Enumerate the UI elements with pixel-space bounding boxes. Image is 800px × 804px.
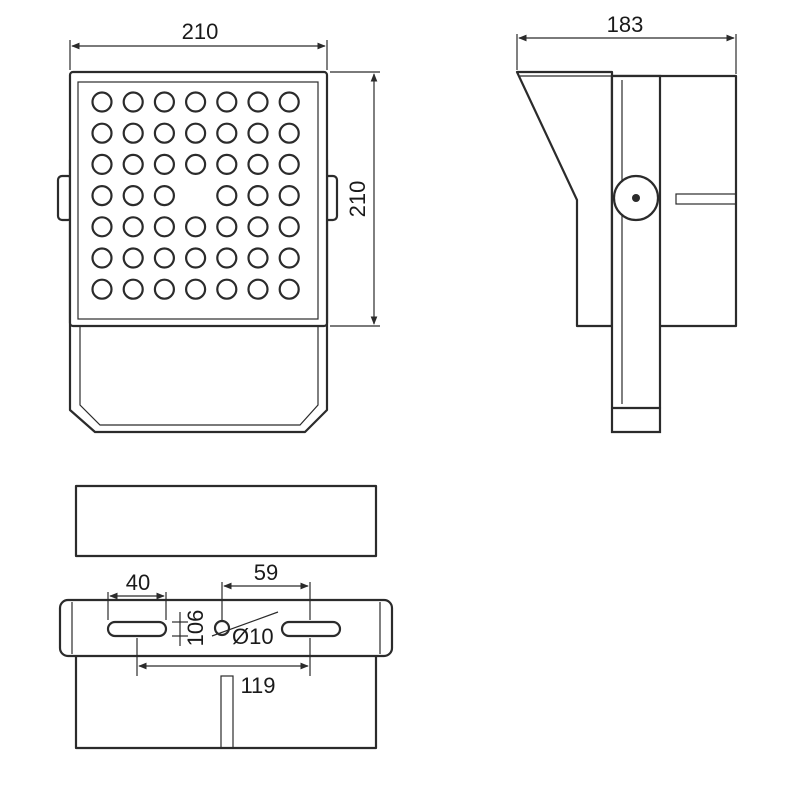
bottom-view: 40 59 106 Ø10 119 — [58, 484, 394, 750]
led-lens-icon — [278, 122, 300, 144]
led-lens-icon — [185, 247, 207, 269]
led-lens-icon — [247, 153, 269, 175]
left-mount-slot — [106, 620, 168, 638]
led-lens-icon — [247, 122, 269, 144]
led-lens-icon — [153, 185, 175, 207]
led-lens-icon — [122, 216, 144, 238]
led-lens-icon — [278, 216, 300, 238]
led-lens-icon — [278, 153, 300, 175]
led-lens-icon — [247, 216, 269, 238]
front-panel-inner — [77, 81, 319, 320]
front-panel — [68, 70, 329, 328]
offset-label: 59 — [254, 560, 278, 585]
led-lens-icon — [247, 185, 269, 207]
hole-label: Ø10 — [232, 624, 274, 649]
led-lens-icon — [185, 153, 207, 175]
led-lens-icon — [247, 91, 269, 113]
led-lens-icon — [185, 216, 207, 238]
mount-hole — [213, 619, 231, 637]
led-lens-icon — [216, 185, 238, 207]
bottom-mount-bar — [58, 598, 394, 658]
slot-height-label: 106 — [183, 610, 208, 647]
led-lens-icon — [185, 91, 207, 113]
side-pivot-center — [632, 194, 640, 202]
led-lens-icon — [122, 91, 144, 113]
led-lens-icon — [247, 278, 269, 300]
led-lens-icon — [122, 122, 144, 144]
led-lens-icon — [122, 185, 144, 207]
led-grid — [91, 91, 300, 300]
led-lens-icon — [153, 91, 175, 113]
front-lower-housing — [68, 158, 329, 434]
side-depth-label: 183 — [607, 12, 644, 37]
bottom-center-slot — [220, 675, 234, 749]
led-lens-icon — [91, 153, 113, 175]
side-view: 183 — [515, 12, 738, 434]
led-lens-icon — [216, 278, 238, 300]
led-lens-icon — [247, 247, 269, 269]
led-lens-icon — [91, 91, 113, 113]
led-lens-icon — [153, 216, 175, 238]
led-lens-icon — [216, 153, 238, 175]
led-lens-icon — [122, 278, 144, 300]
led-lens-icon — [153, 278, 175, 300]
led-lens-icon — [153, 122, 175, 144]
led-lens-icon — [122, 247, 144, 269]
led-lens-icon — [278, 91, 300, 113]
slot-width-label: 40 — [126, 570, 150, 595]
led-lens-icon — [153, 153, 175, 175]
led-lens-icon — [91, 247, 113, 269]
led-lens-icon — [91, 122, 113, 144]
led-lens-icon — [185, 278, 207, 300]
led-lens-icon — [91, 216, 113, 238]
led-lens-icon — [216, 122, 238, 144]
right-mount-slot — [280, 620, 342, 638]
front-height-label: 210 — [345, 181, 370, 218]
led-lens-icon — [153, 247, 175, 269]
led-lens-icon — [278, 185, 300, 207]
led-lens-icon — [185, 122, 207, 144]
bottom-lower-body — [74, 648, 378, 750]
led-lens-icon — [216, 91, 238, 113]
led-lens-icon — [216, 247, 238, 269]
slot-spacing-label: 119 — [240, 673, 275, 698]
led-lens-icon — [91, 185, 113, 207]
front-view: 210 210 — [56, 19, 380, 434]
led-lens-icon — [278, 247, 300, 269]
side-slot — [675, 193, 737, 205]
led-lens-icon — [122, 153, 144, 175]
side-visor — [515, 70, 614, 328]
led-lens-icon — [91, 278, 113, 300]
side-mount-arm — [610, 74, 662, 434]
led-lens-icon — [216, 216, 238, 238]
led-lens-icon — [278, 278, 300, 300]
front-width-label: 210 — [182, 19, 219, 44]
bottom-top-block — [74, 484, 378, 558]
